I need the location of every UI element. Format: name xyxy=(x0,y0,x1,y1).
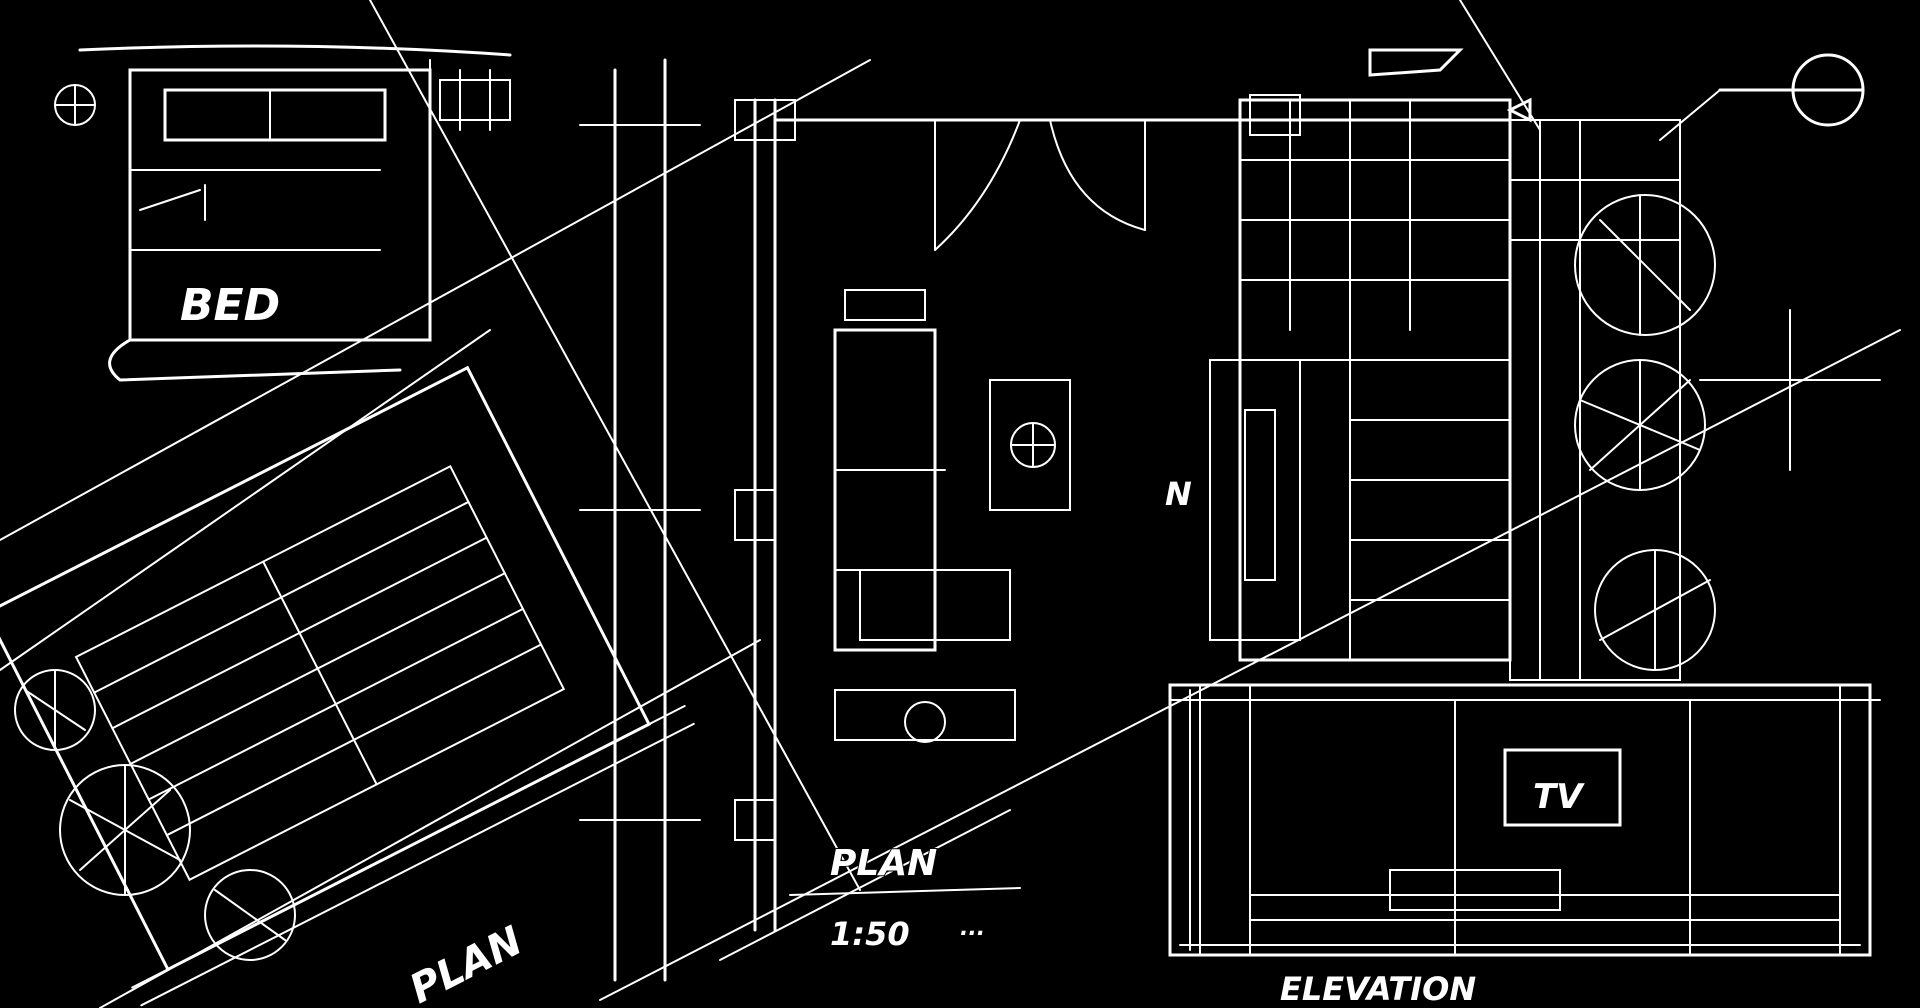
plan-label-center: PLAN xyxy=(830,843,937,884)
elevation-label: ELEVATION xyxy=(1280,970,1476,1008)
scale-label: 1:50 xyxy=(830,915,910,953)
round-tables-right xyxy=(1574,194,1881,671)
tv-elevation: TV xyxy=(1168,683,1881,957)
cabinet-plan xyxy=(833,289,1071,743)
section-marker xyxy=(1659,53,1865,141)
column-grid-right xyxy=(1368,48,1681,681)
tv-label: TV xyxy=(1533,777,1585,817)
wall-section xyxy=(579,58,796,982)
rotated-plan xyxy=(0,365,695,1007)
bed-plan: BED xyxy=(54,44,512,382)
scale-suffix: ... xyxy=(960,916,985,941)
bed-label: BED xyxy=(180,280,280,331)
round-tables-left xyxy=(14,669,296,961)
stair-plan: N xyxy=(1164,94,1512,662)
section-mark: N xyxy=(1165,475,1192,513)
door-plan xyxy=(773,118,1512,251)
plan-label-left: PLAN xyxy=(403,918,530,1008)
